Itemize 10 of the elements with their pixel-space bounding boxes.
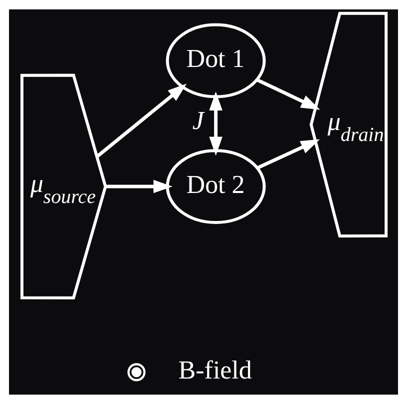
node-label: B-field — [178, 355, 252, 384]
arrow — [208, 92, 222, 156]
node-ellipse: Dot 2 — [165, 149, 266, 224]
node-circle — [126, 363, 146, 382]
edge-label: J — [192, 106, 204, 135]
arrow — [96, 84, 186, 158]
arrow — [256, 78, 320, 110]
node-ellipse: Dot 1 — [165, 23, 266, 98]
arrow — [256, 139, 320, 170]
arrow — [105, 180, 172, 194]
